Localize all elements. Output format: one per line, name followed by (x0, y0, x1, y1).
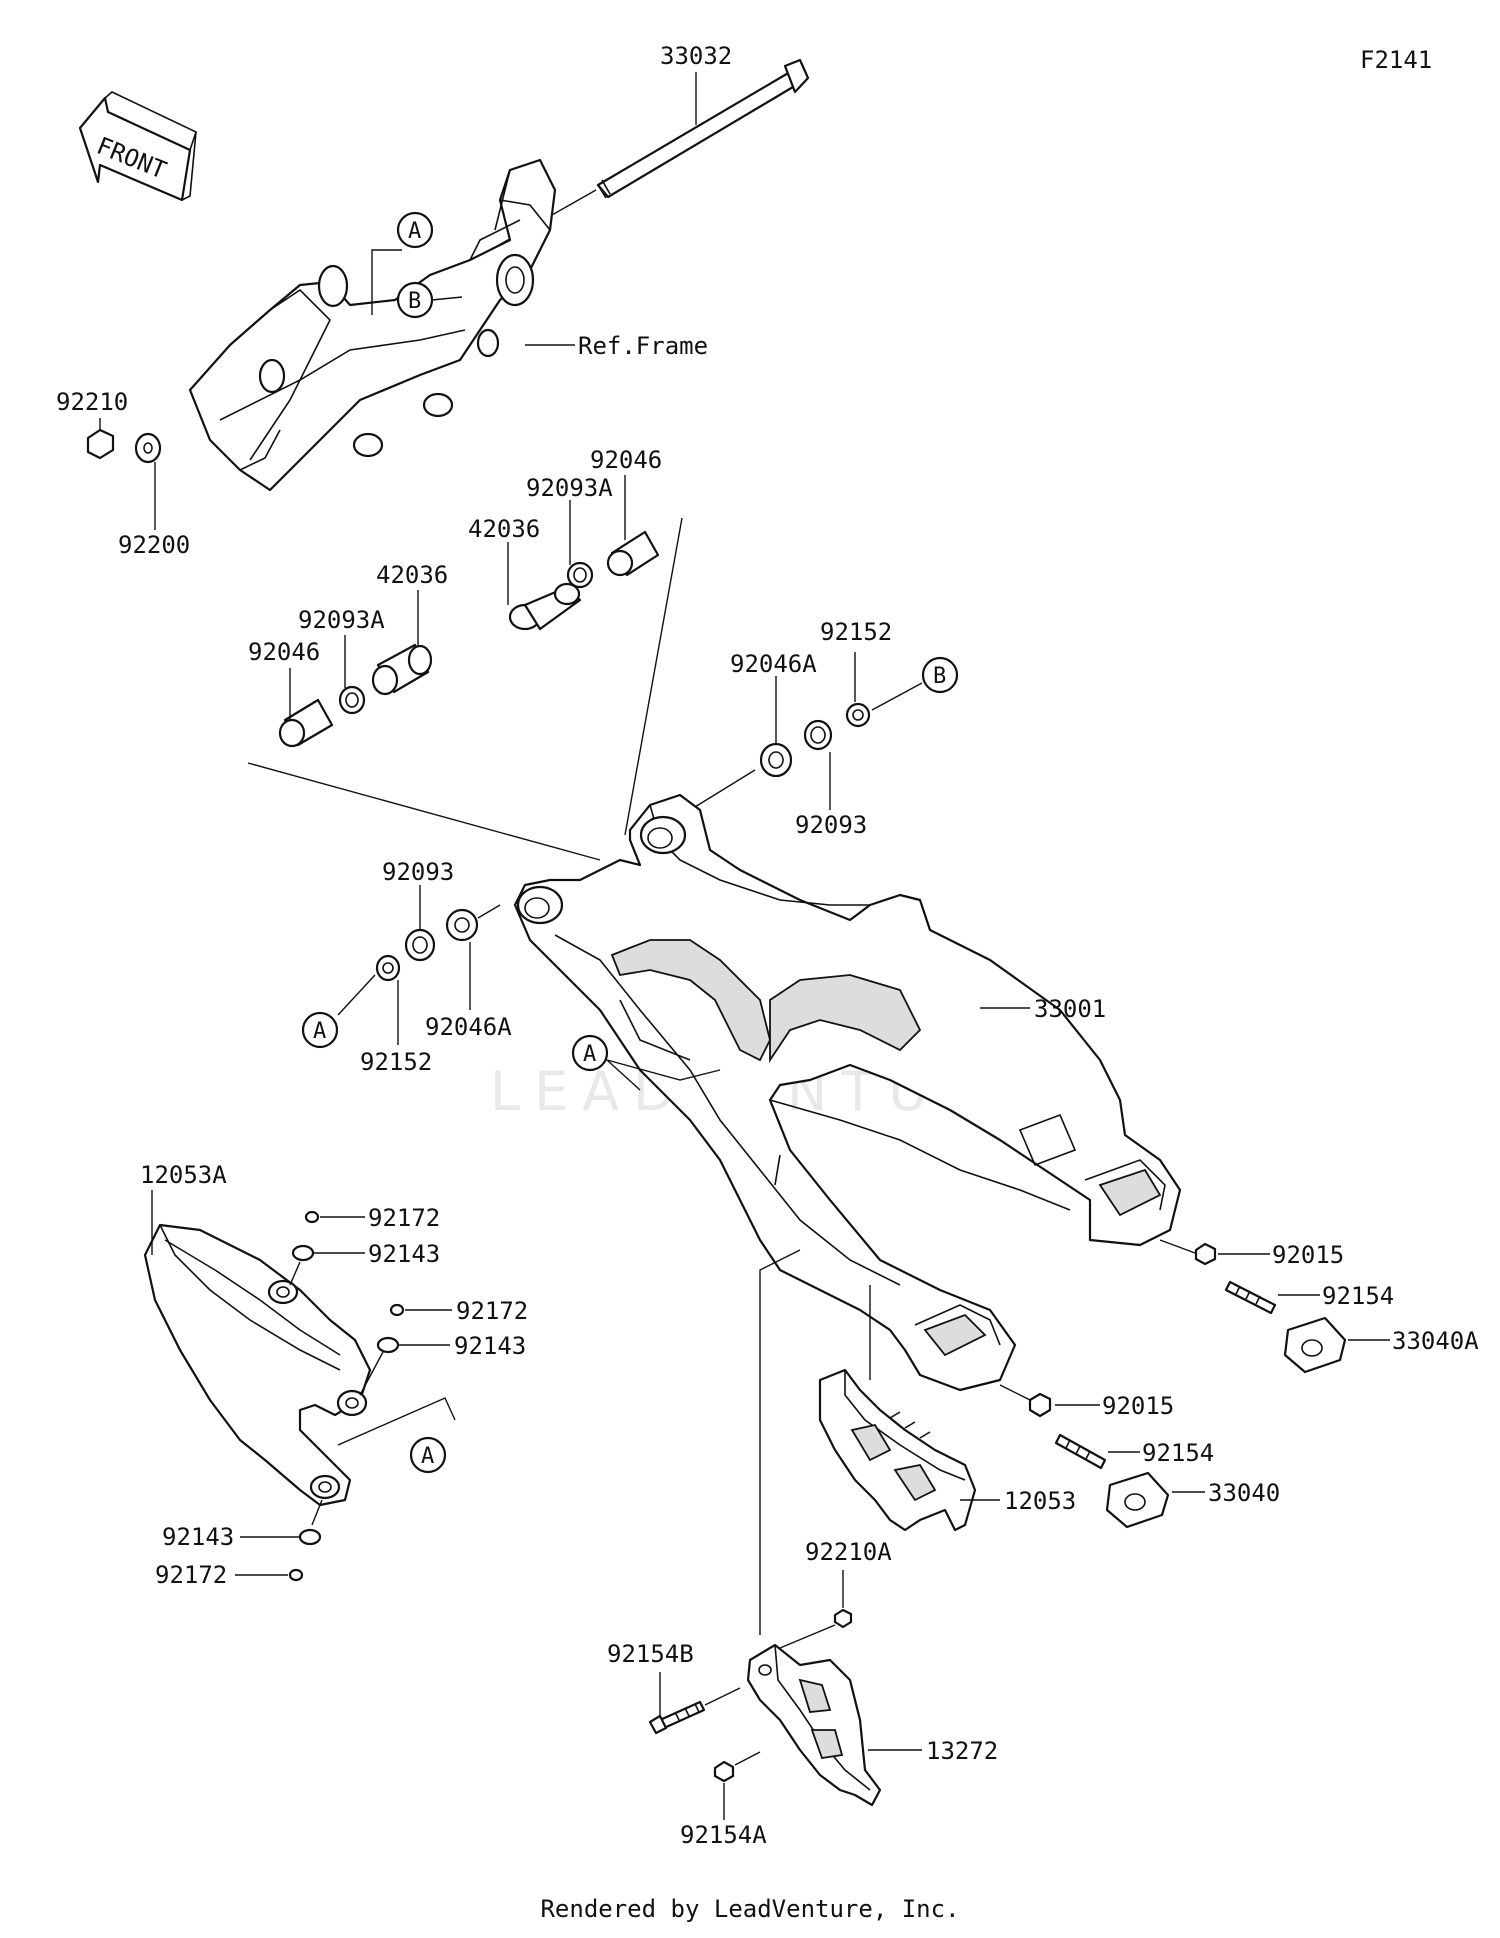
bolt-92154-b (1054, 1433, 1107, 1470)
collar-92152-left (375, 954, 401, 982)
ref-b-right (921, 656, 959, 694)
nut-92210 (86, 428, 115, 460)
ref-a-left-text: A (313, 1019, 326, 1044)
nut-92015-a (1194, 1242, 1217, 1266)
screw-92172-b (389, 1303, 405, 1317)
ref-b-frame-text: B (408, 289, 421, 314)
nut-92210A (833, 1608, 853, 1629)
label-12053: 12053 (1004, 1487, 1076, 1515)
label-33040: 33040 (1208, 1479, 1280, 1507)
ref-a-left (301, 1011, 339, 1049)
front-arrow-icon: FRONT (78, 91, 197, 202)
label-92152-right: 92152 (820, 618, 892, 646)
label-92046-upper: 92046 (590, 446, 662, 474)
label-92152-left: 92152 (360, 1048, 432, 1076)
label-92143-a: 92143 (368, 1240, 440, 1268)
label-92154B: 92154B (607, 1640, 694, 1668)
screw-92172-c (288, 1568, 304, 1582)
bolt-92154A (713, 1760, 735, 1783)
label-92154-a: 92154 (1322, 1282, 1394, 1310)
seal-92093A-lower (338, 685, 366, 715)
ref-a-frame (396, 211, 434, 249)
label-92154A: 92154A (680, 1821, 767, 1849)
label-92172-c: 92172 (155, 1561, 227, 1589)
seal-92093-left (404, 928, 436, 962)
seal-92046A-left (445, 908, 479, 942)
label-92172-a: 92172 (368, 1204, 440, 1232)
label-92172-b: 92172 (456, 1297, 528, 1325)
pivot-shaft (596, 58, 810, 199)
label-92143-b: 92143 (454, 1332, 526, 1360)
screw-92172-a (304, 1210, 320, 1224)
label-13272: 13272 (926, 1737, 998, 1765)
seal-92093-right (803, 719, 833, 751)
ref-a-center-text: A (583, 1042, 596, 1067)
collar-92152-right (845, 702, 871, 728)
diagram-code: F2141 (1360, 46, 1432, 74)
label-33001: 33001 (1034, 995, 1106, 1023)
label-33040A: 33040A (1392, 1327, 1479, 1355)
label-92143-c: 92143 (162, 1523, 234, 1551)
label-92210A: 92210A (805, 1538, 892, 1566)
swingarm (513, 793, 1182, 1392)
chain-guard-13272 (746, 1643, 882, 1807)
frame-ref (188, 158, 557, 492)
label-92093A-lower: 92093A (298, 606, 385, 634)
label-92093A-upper: 92093A (526, 474, 613, 502)
label-92200: 92200 (118, 531, 190, 559)
ref-b-right-text: B (933, 664, 946, 689)
seal-92046A-right (759, 742, 793, 778)
label-92046A-right: 92046A (730, 650, 817, 678)
footer-credit: Rendered by LeadVenture, Inc. (540, 1895, 960, 1923)
label-92154-b: 92154 (1142, 1439, 1214, 1467)
label-92015-a: 92015 (1272, 1241, 1344, 1269)
label-42036-upper: 42036 (468, 515, 540, 543)
ref-a-slider-text: A (421, 1444, 434, 1469)
ref-frame-label: Ref.Frame (578, 332, 708, 360)
nut-92015-b (1028, 1392, 1052, 1418)
seal-92093A-upper (566, 561, 594, 589)
chain-slider-12053A (143, 1223, 372, 1507)
washer-92143-a (291, 1244, 315, 1262)
washer-92200 (134, 432, 162, 464)
ref-a-center (571, 1034, 609, 1072)
label-92093-left: 92093 (382, 858, 454, 886)
label-92046-lower: 92046 (248, 638, 320, 666)
adjuster-33040A (1283, 1316, 1347, 1374)
label-92046A-left: 92046A (425, 1013, 512, 1041)
label-42036-lower: 42036 (376, 561, 448, 589)
washer-92143-b (376, 1336, 400, 1354)
washer-92143-c (298, 1528, 322, 1546)
adjuster-33040 (1105, 1471, 1170, 1529)
label-92093-right: 92093 (795, 811, 867, 839)
bolt-92154B (658, 1700, 706, 1730)
ref-a-slider (409, 1436, 447, 1474)
ref-a-frame-text: A (408, 219, 421, 244)
chain-guide-12053 (818, 1368, 977, 1532)
collar-42036-lower (407, 644, 433, 676)
label-12053A: 12053A (140, 1161, 227, 1189)
label-92015-b: 92015 (1102, 1392, 1174, 1420)
label-33032: 33032 (660, 42, 732, 70)
label-92210: 92210 (56, 388, 128, 416)
bolt-92154-a (1224, 1280, 1277, 1315)
